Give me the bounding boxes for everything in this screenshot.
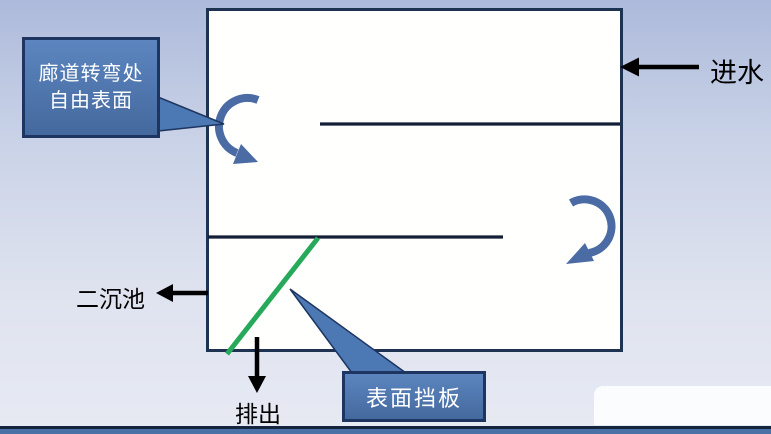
flow-turn-arrow-right-head [566,243,594,264]
clarifier-outlet-arrow-icon [156,284,208,302]
callout-surface-baffle: 表面挡板 [342,371,486,422]
inlet-label: 进水 [710,58,764,88]
secondary-clarifier-label: 二沉池 [76,287,145,312]
callout-surface-baffle-label: 表面挡板 [365,385,462,411]
callout-free-surface-line1: 廊道转弯处 [38,62,144,85]
flow-turn-arrow-left-arc [215,94,260,157]
callout-free-surface-line2: 自由表面 [49,89,133,112]
flow-turn-arrow-left-icon [215,94,260,164]
discharge-label: 排出 [235,402,281,427]
flow-turn-arrow-left-head [233,144,258,164]
inlet-arrow-icon [620,57,699,77]
surface-baffle-line [225,236,320,356]
slide-footer-bar [0,426,771,434]
callout-free-surface: 廊道转弯处 自由表面 [22,37,160,138]
watermark-patch [594,386,771,425]
flow-turn-arrow-right-arc [569,195,616,257]
flow-turn-arrow-right-icon [566,195,616,264]
discharge-arrow-icon [248,337,266,393]
